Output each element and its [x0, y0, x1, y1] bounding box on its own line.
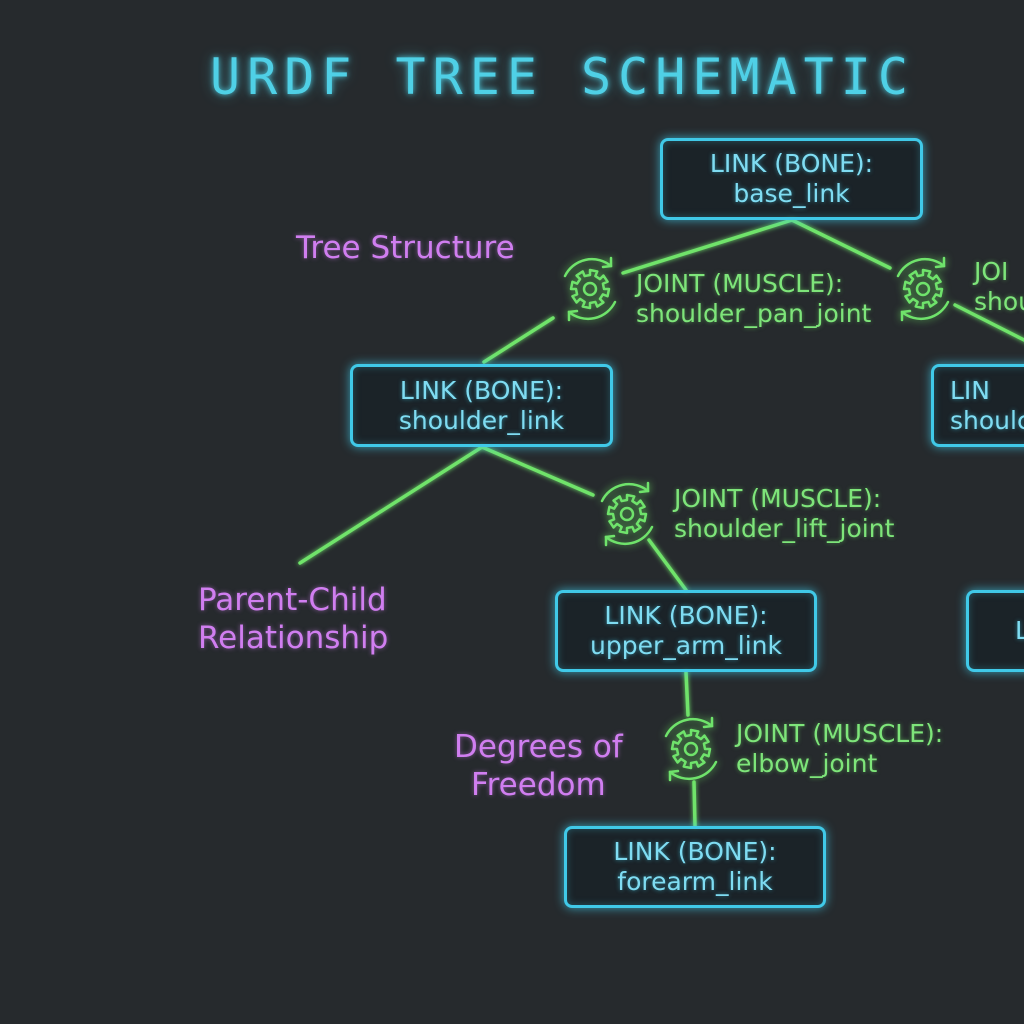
joint-type-label: JOINT (MUSCLE): — [674, 484, 882, 513]
rotation-arrow — [900, 300, 950, 321]
joint-name: shoulder_pan_joint — [636, 299, 872, 328]
gear-icon[interactable] — [886, 252, 960, 326]
diagram-title: URDF TREE SCHEMATIC — [210, 48, 915, 106]
annotation-text: Tree Structure — [296, 230, 515, 266]
annotation-text: Relationship — [198, 620, 389, 656]
rotation-arrow — [668, 760, 718, 781]
joint-label-shoulder-pan: JOINT (MUSCLE): shoulder_pan_joint — [636, 269, 871, 329]
edge-pan-joint-to-shoulder — [482, 316, 555, 364]
cog-hub — [683, 741, 699, 757]
gear-icon[interactable] — [654, 712, 728, 786]
joint-type-label: JOINT (MUSCLE): — [736, 719, 944, 748]
edge-lift-joint-to-upper-arm — [647, 538, 688, 592]
link-type-label: LINK (BONE): — [613, 837, 777, 866]
rotation-arrow — [896, 257, 946, 278]
link-shoulder-right[interactable]: LIN shoulc — [931, 364, 1024, 447]
annotation-text: Parent-Child — [198, 582, 387, 618]
arrow-head — [604, 534, 616, 547]
cog-outline — [569, 268, 611, 310]
cog-outline — [670, 728, 712, 770]
joint-name: shoulder_lift_joint — [674, 514, 895, 543]
arrow-head — [702, 716, 714, 729]
joint-label-elbow: JOINT (MUSCLE): elbow_joint — [736, 719, 943, 779]
link-type-label: LIN — [950, 375, 991, 405]
annotation-text: Degrees of — [454, 729, 623, 765]
link-upper-arm[interactable]: LINK (BONE): upper_arm_link — [555, 590, 817, 672]
joint-type-label: JOI — [974, 257, 1009, 286]
edge-upper-arm-to-elbow — [684, 670, 690, 717]
link-type-label: L — [1015, 616, 1024, 646]
edge-elbow-to-forearm — [692, 780, 697, 828]
gear-icon-graphic — [600, 481, 654, 547]
edge-right-joint-to-right-link — [953, 303, 1024, 342]
arrow-head — [601, 256, 613, 269]
edge-shoulder-to-parent-child — [298, 445, 484, 565]
link-type-label: LINK (BONE): — [709, 149, 874, 178]
link-name: base_link — [733, 179, 850, 208]
edge-base-to-right-joint — [790, 218, 892, 270]
arrow-head — [934, 256, 946, 269]
cog-hub — [619, 506, 635, 522]
rotation-arrow — [567, 300, 617, 321]
rotation-arrow — [664, 717, 714, 738]
arrow-head — [567, 309, 579, 322]
cog-hub — [915, 281, 931, 297]
gear-icon-graphic — [896, 256, 950, 322]
link-forearm[interactable]: LINK (BONE): forearm_link — [564, 826, 826, 908]
link-shoulder[interactable]: LINK (BONE): shoulder_link — [350, 364, 613, 447]
arrow-head — [668, 769, 680, 782]
link-name: shoulder_link — [398, 405, 565, 435]
edge-shoulder-to-lift-joint — [480, 445, 595, 497]
annotation-parent-child: Parent-Child Relationship — [198, 581, 388, 657]
joint-label-right: JOI shou — [974, 257, 1024, 317]
rotation-arrow — [563, 257, 613, 278]
arrow-head — [638, 481, 650, 494]
gear-icon[interactable] — [553, 252, 627, 326]
link-name: shoulc — [950, 405, 1024, 435]
gear-icon-graphic — [563, 256, 617, 322]
link-base[interactable]: LINK (BONE): base_link — [660, 138, 923, 220]
cog-outline — [902, 268, 944, 310]
rotation-arrow — [600, 482, 650, 503]
cog-hub — [582, 281, 598, 297]
link-type-label: LINK (BONE): — [399, 375, 564, 405]
annotation-text: Freedom — [471, 767, 606, 803]
joint-name: shou — [974, 287, 1024, 316]
link-name: upper_arm_link — [590, 631, 782, 660]
link-right-partial[interactable]: L — [966, 590, 1024, 672]
cog-outline — [606, 493, 648, 535]
rotation-arrow — [604, 525, 654, 546]
annotation-tree-structure: Tree Structure — [296, 229, 515, 267]
gear-icon-graphic — [664, 716, 718, 782]
joint-label-shoulder-lift: JOINT (MUSCLE): shoulder_lift_joint — [674, 484, 894, 544]
gear-icon[interactable] — [590, 477, 664, 551]
joint-name: elbow_joint — [736, 749, 878, 778]
link-type-label: LINK (BONE): — [604, 601, 768, 630]
link-name: forearm_link — [617, 867, 773, 896]
joint-type-label: JOINT (MUSCLE): — [636, 269, 844, 298]
edge-base-to-pan-joint — [621, 218, 794, 275]
arrow-head — [900, 309, 912, 322]
annotation-degrees-of-freedom: Degrees of Freedom — [454, 728, 623, 804]
